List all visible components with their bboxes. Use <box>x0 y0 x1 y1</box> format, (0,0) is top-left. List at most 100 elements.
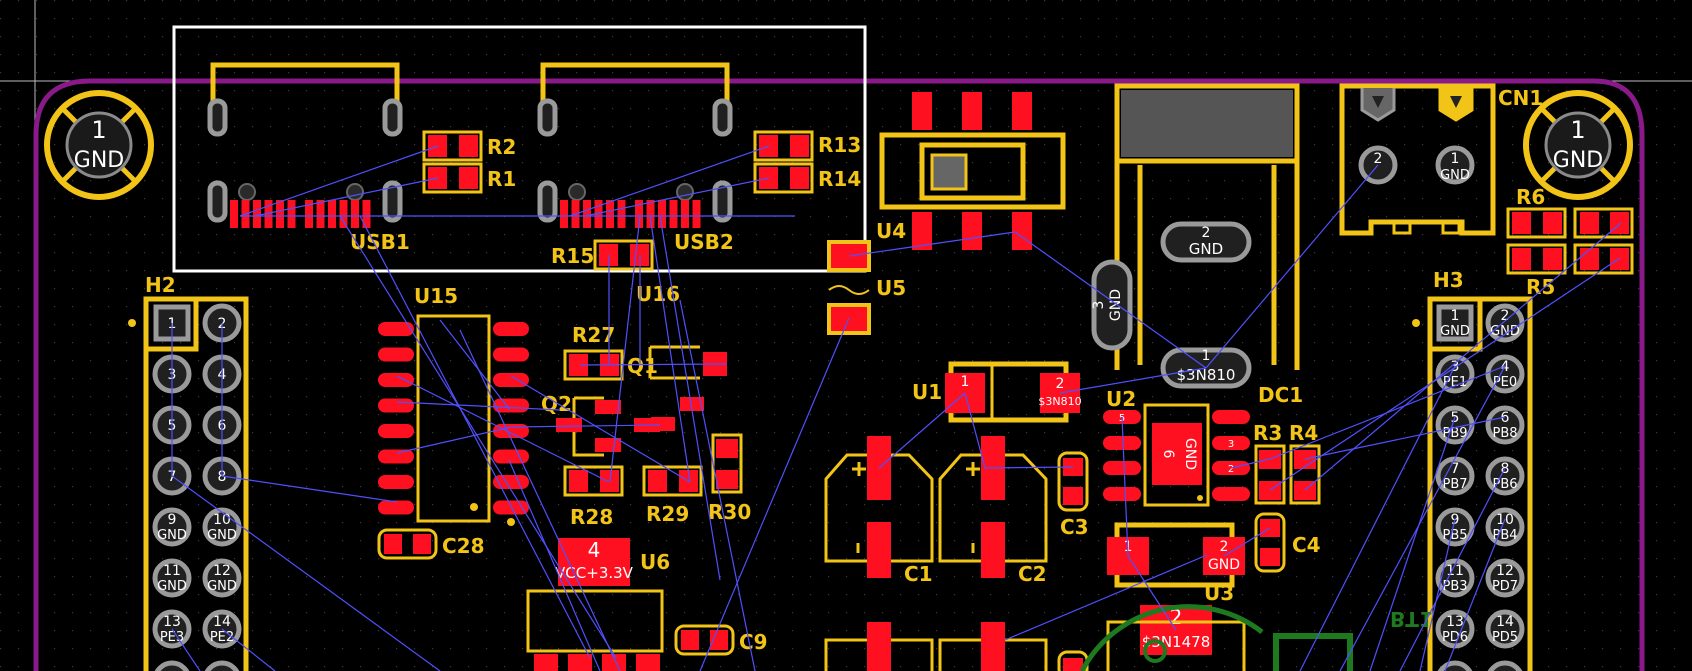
dc1-pad-num: 3 <box>1091 301 1107 310</box>
q1-ref: Q1 <box>627 354 658 378</box>
dc1-footprint[interactable]: 2 GND 1 $3N810 3 GND DC1 <box>1091 83 1303 407</box>
q2-footprint[interactable]: Q2 <box>541 392 660 457</box>
pin-number: 2 <box>1501 308 1510 324</box>
usb-pin-pad <box>305 200 313 228</box>
header-pin[interactable]: 15 <box>154 660 190 671</box>
u15-pin-pad <box>378 398 414 413</box>
mount-hole-left[interactable]: 1 GND <box>44 90 154 200</box>
usb1-footprint[interactable]: USB1 <box>207 62 410 254</box>
u5-footprint[interactable]: U5 <box>827 240 906 335</box>
u15-pin-pad <box>493 347 529 362</box>
u2-center-net: GND <box>1182 438 1198 470</box>
usb-pin-pad <box>264 200 273 228</box>
u15-footprint[interactable]: U15 <box>378 284 529 526</box>
u15-pin-pad <box>378 500 414 515</box>
r27-footprint[interactable]: R27 <box>563 323 624 381</box>
u15-pin-pad <box>378 449 414 464</box>
selection-box <box>172 25 867 273</box>
mount-hole-net: GND <box>1553 148 1603 173</box>
r13-footprint[interactable]: R13 <box>753 130 861 162</box>
r6-ref: R6 <box>1516 185 1545 209</box>
u15-pin-pad <box>378 424 414 438</box>
c1-footprint[interactable]: C1 <box>824 436 934 586</box>
pin-net: PB4 <box>1492 528 1517 543</box>
u15-pin-pad <box>378 373 414 387</box>
u2-ref: U2 <box>1106 387 1136 411</box>
usb-pin-pad <box>339 200 348 228</box>
header-pin[interactable]: 16 <box>1487 660 1523 671</box>
dc1-pad-num: 2 <box>1202 225 1211 241</box>
pin-number: 12 <box>1496 563 1514 579</box>
u16-ref-group[interactable]: U16 <box>636 282 680 306</box>
header-pin[interactable]: 16 <box>204 660 240 671</box>
u6-tab-net: VCC+3.3V <box>555 564 634 582</box>
c28-footprint[interactable]: C28 <box>377 528 485 560</box>
pin-net: PB7 <box>1442 477 1467 492</box>
pin-pad-round <box>1487 660 1523 671</box>
r5-ref: R5 <box>1526 275 1555 299</box>
mount-hole-num: 1 <box>1570 116 1585 144</box>
u2-center-num: 6 <box>1160 450 1176 459</box>
usb-pin-pad <box>287 200 296 228</box>
mount-hole-net: GND <box>74 148 124 173</box>
u15-pin-pad <box>493 500 529 515</box>
r14-footprint[interactable]: R14 <box>753 162 861 194</box>
usb-pin-pad <box>681 200 689 228</box>
r5-footprint[interactable]: R5 <box>1506 243 1634 299</box>
pin-number: 13 <box>1446 614 1464 630</box>
usb-pin-pad <box>646 200 655 228</box>
pin-net: PD7 <box>1492 579 1518 594</box>
pin-number: 11 <box>163 563 181 579</box>
usb-pin-pad <box>316 200 325 228</box>
dc1-ref: DC1 <box>1258 383 1303 407</box>
r6-footprint[interactable]: R6 <box>1506 185 1634 239</box>
c4-footprint[interactable]: C4 <box>1254 512 1321 573</box>
h3-header[interactable]: 1GND2GND3PE14PE05PB96PB87PB78PB69PB510PB… <box>1412 268 1533 671</box>
u4-footprint[interactable]: U4 <box>876 92 1066 250</box>
mount-hole-num: 1 <box>91 116 106 144</box>
usb2-footprint[interactable]: USB2 <box>537 62 734 254</box>
mount-hole-right[interactable]: 1 GND <box>1523 90 1633 200</box>
c9-footprint[interactable]: C9 <box>674 624 768 656</box>
usb1-ref: USB1 <box>350 230 410 254</box>
c4-ref: C4 <box>1292 533 1321 557</box>
usb-pin-pad <box>669 200 678 228</box>
usb-pin-pad <box>583 200 591 228</box>
pin-net: GND <box>1490 324 1520 339</box>
u2-footprint[interactable]: 5 3 2 6 GND U2 <box>1103 387 1250 507</box>
c3-footprint[interactable]: C3 <box>1057 451 1089 539</box>
circle-cross-icon <box>1523 90 1633 200</box>
pin-net: GND <box>207 528 237 543</box>
pin-number: 11 <box>1446 563 1464 579</box>
r3-ref: R3 <box>1253 421 1282 445</box>
pin-pad-round <box>1435 507 1475 547</box>
u1-footprint[interactable]: 1 2 $3N810 U1 <box>912 361 1082 423</box>
u1-ref: U1 <box>912 380 942 404</box>
cn1-footprint[interactable]: 2 1 GND CN1 <box>1339 83 1543 236</box>
r29-ref: R29 <box>646 502 689 526</box>
pin-pad-round <box>204 660 240 671</box>
pin-pad-round <box>202 558 242 598</box>
u6-footprint[interactable]: 4 VCC+3.3V U6 <box>526 538 670 671</box>
u2-pad-num: 2 <box>1228 464 1234 475</box>
c1-ref: C1 <box>904 562 933 586</box>
r28-footprint[interactable]: R28 <box>563 465 624 529</box>
usb-pin-pad <box>617 200 626 228</box>
h3-ref: H3 <box>1433 268 1464 292</box>
